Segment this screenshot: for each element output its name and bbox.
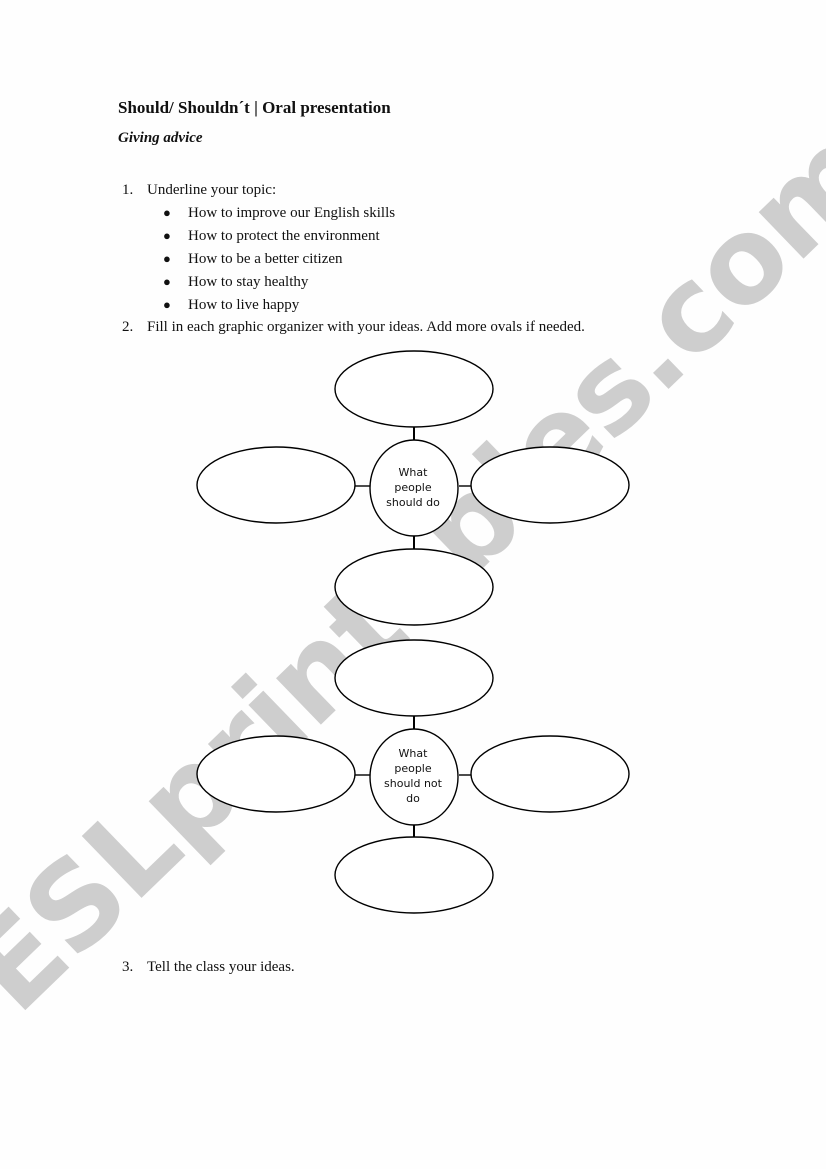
bullet-icon: ● [163, 297, 171, 312]
center-label-line: do [406, 792, 420, 805]
center-label: What people should do [386, 466, 440, 509]
instruction-text: Tell the class your ideas. [147, 959, 295, 975]
instruction-text: Fill in each graphic organizer with your… [147, 319, 585, 335]
center-circle [369, 728, 459, 826]
bullet-icon: ● [163, 205, 171, 220]
instruction-number: 3. [122, 959, 134, 975]
idea-oval-bottom[interactable] [334, 836, 494, 914]
topic-label: How to stay healthy [188, 274, 309, 290]
topic-label: How to protect the environment [188, 228, 380, 244]
instruction-number: 2. [122, 319, 134, 335]
bullet-icon: ● [163, 274, 171, 289]
organizer-should-not-do: What people should not do [196, 639, 630, 914]
center-label-line: should not [384, 777, 443, 790]
idea-oval-left[interactable] [196, 735, 356, 813]
idea-oval-right[interactable] [470, 735, 630, 813]
idea-oval-left[interactable] [196, 446, 356, 524]
idea-oval-bottom[interactable] [334, 548, 494, 626]
instruction-number: 1. [122, 182, 134, 198]
center-label: What people should not do [384, 747, 443, 805]
organizer-should-do: What people should do [196, 350, 630, 626]
bullet-icon: ● [163, 251, 171, 266]
idea-oval-right[interactable] [470, 446, 630, 524]
topic-label: How to be a better citizen [188, 251, 343, 267]
page-title: Should/ Shouldn´t | Oral presentation [118, 98, 391, 117]
topic-label: How to improve our English skills [188, 205, 396, 221]
page-subtitle: Giving advice [118, 130, 203, 146]
instruction-text: Underline your topic: [147, 182, 277, 198]
bullet-icon: ● [163, 228, 171, 243]
center-label-line: people [394, 481, 432, 494]
center-label-line: What [399, 466, 429, 479]
center-label-line: What [399, 747, 429, 760]
topic-label: How to live happy [188, 297, 300, 313]
center-label-line: should do [386, 496, 440, 509]
idea-oval-top[interactable] [334, 639, 494, 717]
center-circle [369, 439, 459, 537]
center-label-line: people [394, 762, 432, 775]
idea-oval-top[interactable] [334, 350, 494, 428]
